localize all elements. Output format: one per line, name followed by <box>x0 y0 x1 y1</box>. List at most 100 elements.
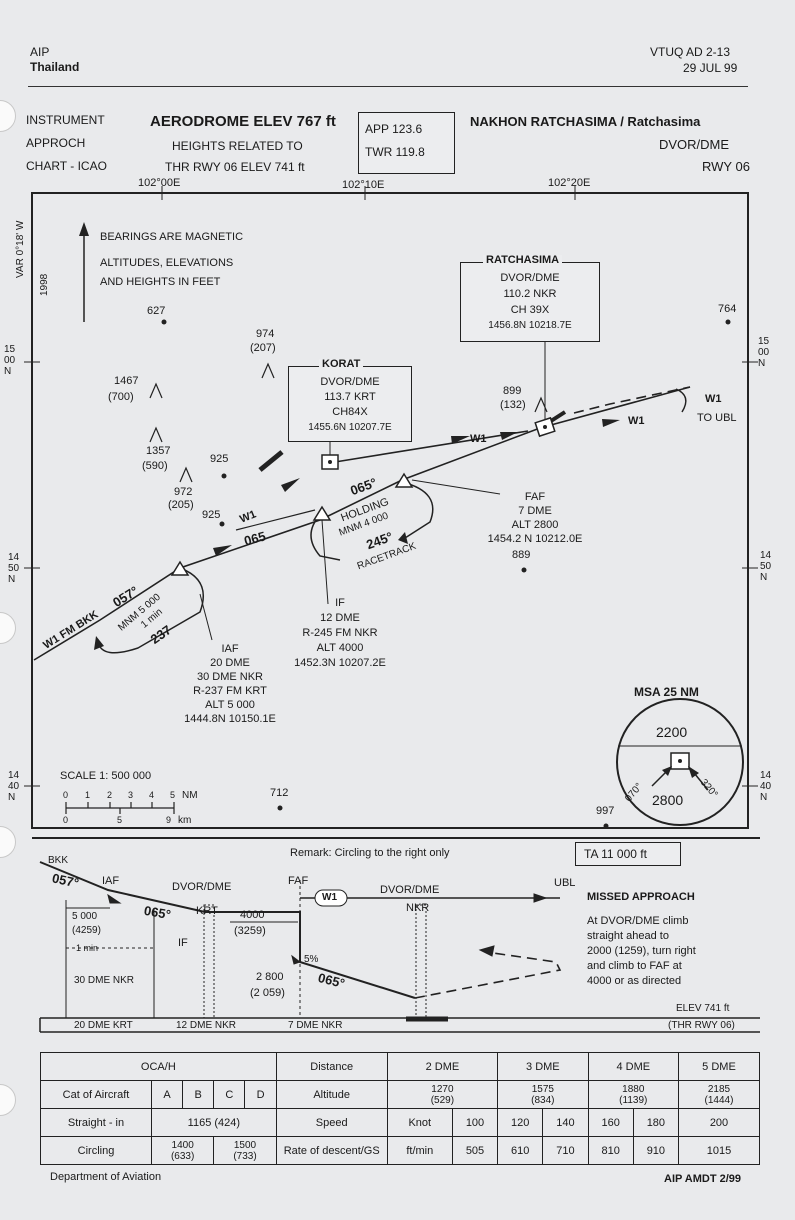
speed-label: Speed <box>275 1108 388 1137</box>
holding-arrow <box>94 636 104 650</box>
missed-approach-text: At DVOR/DME climb straight ahead to 2000… <box>587 914 696 989</box>
lat-hem: N <box>8 574 16 585</box>
missed-approach-track <box>573 386 691 414</box>
procedure-name: DVOR/DME <box>659 137 730 152</box>
profile-12dme: 12 DME NKR <box>176 1020 237 1031</box>
transition-altitude: TA 11 000 ft <box>584 847 647 861</box>
obstacle-764: 764 <box>718 303 737 315</box>
lon-label-1: 102°00E <box>138 177 181 189</box>
speed-value: 160 <box>587 1108 634 1137</box>
minima-table: OCA/H Distance 2 DME 3 DME 4 DME 5 DME C… <box>40 1052 761 1165</box>
profile-bkk: BKK <box>48 855 69 866</box>
speed-value: 200 <box>677 1108 761 1137</box>
track-arrow <box>281 478 300 492</box>
north-arrow-head <box>79 222 89 236</box>
circling-cd: 1500(733) <box>213 1136 277 1165</box>
height-value: (834) <box>531 1094 555 1106</box>
track-arrow <box>602 419 620 427</box>
rod-label: Rate of descent/GS <box>275 1136 388 1165</box>
altitude-value: 1575 <box>531 1083 554 1095</box>
msa-circle <box>616 698 744 826</box>
faf-triangle <box>394 472 414 488</box>
profile-alt-4000-height: (3259) <box>234 925 266 937</box>
obstacle-899-height: (132) <box>500 399 526 411</box>
speed-value: 140 <box>542 1108 589 1137</box>
cat-b: B <box>182 1080 215 1109</box>
ratchasima-channel: CH 39X <box>510 304 550 316</box>
leader-line <box>321 519 329 605</box>
chart-type-2: APPROCH <box>26 136 86 150</box>
rod-value: 710 <box>542 1136 589 1165</box>
lat-hem: N <box>760 572 768 583</box>
runway-symbol <box>258 450 284 472</box>
faf-info: FAF 7 DME ALT 2800 1454.2 N 10212.0E <box>470 490 600 546</box>
spot-heights <box>161 319 731 829</box>
iaf-name: IAF <box>221 643 239 655</box>
obstacle-symbol <box>149 426 163 443</box>
profile-graphics <box>32 837 760 1033</box>
profile-one-min: 1 min <box>76 943 99 953</box>
korat-freq: 113.7 KRT <box>324 391 376 403</box>
faf-alt: ALT 2800 <box>511 519 559 531</box>
lat-min: 50 <box>760 561 772 572</box>
ratchasima-freq: 110.2 NKR <box>503 288 557 300</box>
lat-deg: 15 <box>758 336 770 347</box>
profile-alt-2800: 2 800 <box>256 971 284 983</box>
distance-5dme: 5 DME <box>677 1052 761 1081</box>
lat-min: 40 <box>8 781 20 792</box>
scale-nm-4: 4 <box>149 790 155 800</box>
obstacle-symbol <box>149 382 163 399</box>
chart-type-1: INSTRUMENT <box>26 113 105 127</box>
iaf-radial: R-237 FM KRT <box>193 685 267 697</box>
obstacles <box>149 362 548 483</box>
footer-amendment: AIP AMDT 2/99 <box>664 1173 742 1185</box>
circling-altitude: 1400 <box>171 1139 194 1151</box>
obstacle-997: 997 <box>596 805 615 817</box>
obstacle-1467: 1467 <box>114 375 139 387</box>
profile-alt-5000-height: (4259) <box>72 925 101 936</box>
obstacle-627: 627 <box>147 305 166 317</box>
racetrack-left <box>310 514 341 561</box>
if-triangle <box>312 505 332 521</box>
cat-a: A <box>150 1080 184 1109</box>
ta-box: TA 11 000 ft <box>575 842 681 866</box>
rod-value: 1015 <box>677 1136 761 1165</box>
korat-type: DVOR/DME <box>320 376 380 388</box>
missed-line: 4000 or as directed <box>587 975 682 987</box>
w1-label: W1 <box>470 433 487 445</box>
footer-department: Department of Aviation <box>50 1171 162 1183</box>
heights-related: HEIGHTS RELATED TO <box>172 139 303 153</box>
lat-min: 40 <box>760 781 772 792</box>
scale-title: SCALE 1: 500 000 <box>60 770 152 782</box>
faf-dist: 7 DME <box>518 505 552 517</box>
obstacle-974: 974 <box>256 328 275 340</box>
racetrack-right <box>401 481 434 539</box>
circling-ab: 1400(633) <box>150 1136 215 1165</box>
remark: Remark: Circling to the right only <box>290 847 450 859</box>
profile-faf: FAF <box>288 875 309 887</box>
distance-label: Distance <box>275 1052 388 1081</box>
lat-deg: 15 <box>4 344 16 355</box>
runway-name: RWY 06 <box>702 159 750 174</box>
lat-deg: 14 <box>8 552 20 563</box>
track-arrow <box>213 545 232 556</box>
scale-bar <box>65 802 175 814</box>
korat-vor-dot <box>328 460 332 464</box>
plan-frame <box>31 192 749 829</box>
ratchasima-type: DVOR/DME <box>500 272 560 284</box>
knot-label: Knot <box>386 1108 453 1137</box>
lat-deg: 14 <box>8 770 20 781</box>
korat-title: KORAT <box>319 359 364 370</box>
obstacle-symbol <box>534 396 548 413</box>
thr-elev: THR RWY 06 ELEV 741 ft <box>165 160 305 174</box>
cat-c: C <box>213 1080 246 1109</box>
note-altitudes: ALTITUDES, ELEVATIONS <box>100 257 234 269</box>
if-info: IF 12 DME R-245 FM NKR ALT 4000 1452.3N … <box>275 596 405 671</box>
oca-title: OCA/H <box>40 1052 277 1081</box>
profile-alt-2800-height: (2 059) <box>250 987 285 999</box>
app-frequency: APP 123.6 <box>365 122 423 136</box>
obstacle-925a: 925 <box>210 453 229 465</box>
profile-elev: ELEV 741 ft <box>676 1003 730 1014</box>
